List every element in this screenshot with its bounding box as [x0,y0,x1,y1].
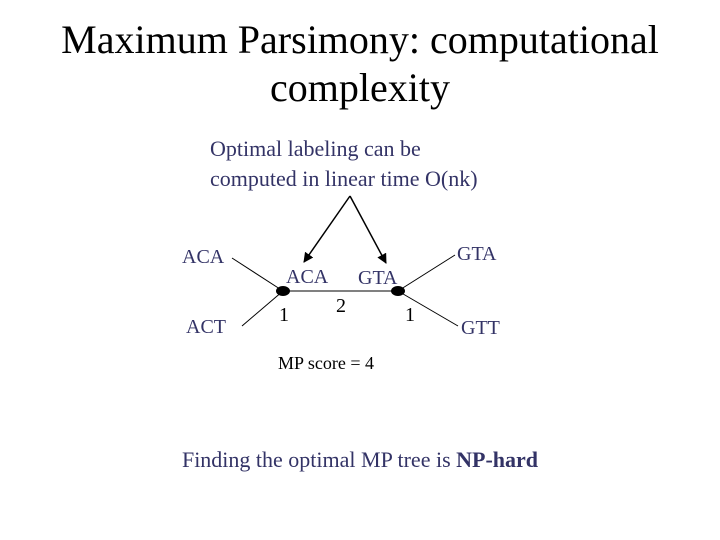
leaf-label-bottom-right: GTT [461,317,500,339]
leaf-label-bottom-left: ACT [186,316,226,338]
internal-node-left [276,286,290,296]
note-line-2: computed in linear time O(nk) [210,166,478,191]
slide-title: Maximum Parsimony: computational complex… [0,16,720,112]
edge-topright-leaf [397,254,456,292]
footer-statement: Finding the optimal MP tree is NP-hard [0,446,720,474]
internal-label-right: GTA [358,267,398,289]
title-line-1: Maximum Parsimony: computational [61,17,659,62]
footer-text: Finding the optimal MP tree is [181,447,457,472]
edge-bottomright-leaf [397,290,459,327]
edge-topleft-leaf [231,257,284,292]
title-line-2: complexity [270,65,450,110]
note-line-1: Optimal labeling can be [210,136,421,161]
internal-node-right [391,286,405,296]
footer-bold-term: NP-hard [456,447,539,472]
edge-cost-left: 1 [279,304,289,326]
arrow-to-right-node [349,195,387,264]
edge-cost-middle: 2 [336,295,346,317]
edge-cost-right: 1 [405,304,415,326]
edge-bottomleft-leaf [241,290,284,327]
mp-score: MP score = 4 [278,353,374,373]
leaf-label-top-left: ACA [182,246,225,268]
internal-label-left: ACA [286,266,329,288]
arrow-to-left-node [303,195,351,263]
linear-time-note: Optimal labeling can be computed in line… [210,134,478,194]
leaf-label-top-right: GTA [457,243,497,265]
